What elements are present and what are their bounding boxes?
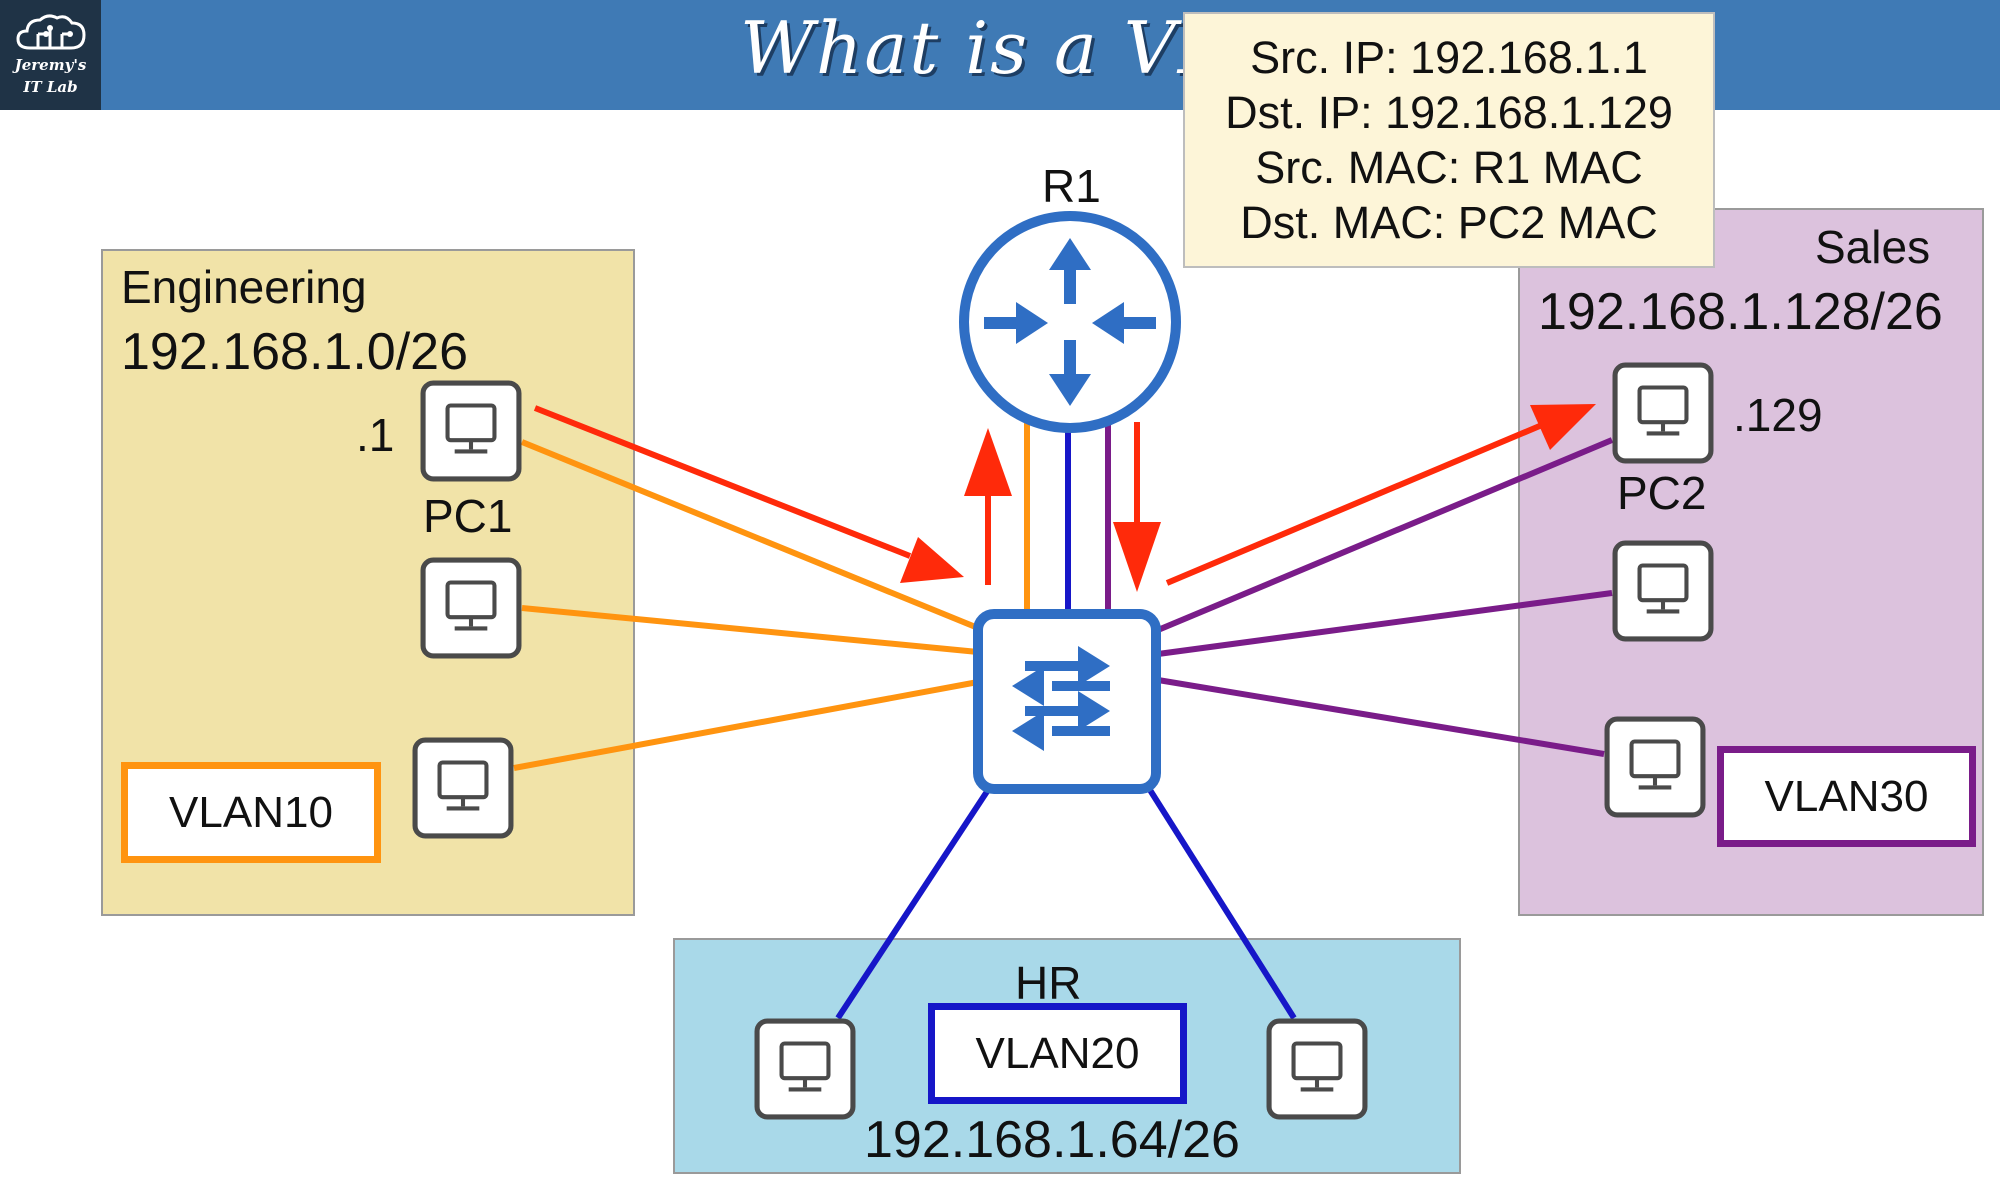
pc2-computer-icon[interactable]	[1615, 365, 1711, 461]
pc1-name-label: PC1	[423, 490, 513, 542]
link-hr-pc1-switch	[835, 788, 991, 1020]
logo-text-line1: Jeremy's	[14, 56, 87, 74]
link-pc-sales2-switch	[1157, 590, 1613, 657]
vlan10-links	[513, 422, 1030, 771]
packet-flow-arrows	[533, 404, 1596, 592]
link-pc-eng3-switch	[513, 679, 979, 771]
vlan30-badge: VLAN30	[1717, 746, 1976, 847]
arrow-switch-to-r1	[964, 428, 1012, 585]
sales-name: Sales	[1815, 221, 1931, 273]
hr-subnet: 192.168.1.64/26	[864, 1111, 1240, 1169]
pc1-computer-icon[interactable]	[423, 383, 519, 479]
hr-pc1-computer-icon[interactable]	[757, 1021, 853, 1117]
link-hr-pc2-switch	[1147, 788, 1297, 1020]
switch-arrows-icon	[1012, 646, 1110, 751]
pc1-ip-label: .1	[356, 409, 395, 461]
arrow-r1-to-switch	[1113, 422, 1161, 592]
engineering-subnet: 192.168.1.0/26	[121, 323, 468, 381]
sales-subnet: 192.168.1.128/26	[1538, 283, 1943, 341]
jeremys-it-lab-logo: Jeremy's IT Lab	[0, 0, 101, 110]
engineering-pc2-computer-icon[interactable]	[423, 560, 519, 656]
vlan20-links	[835, 425, 1297, 1020]
hr-name: HR	[1015, 957, 1082, 1009]
vlan30-links	[1105, 422, 1614, 757]
cloud-circuit-icon	[16, 14, 86, 50]
pc2-ip-label: .129	[1733, 389, 1823, 441]
link-pc2-switch	[1156, 437, 1614, 633]
sales-pc3-computer-icon[interactable]	[1607, 719, 1703, 815]
src-mac-text: Src. MAC: R1 MAC	[1255, 142, 1643, 193]
router-label: R1	[1042, 160, 1101, 212]
router-r1[interactable]	[959, 211, 1181, 433]
src-ip-text: Src. IP: 192.168.1.1	[1250, 32, 1648, 83]
arrow-switch-to-pc2	[1165, 404, 1596, 586]
engineering-pc3-computer-icon[interactable]	[415, 740, 511, 836]
link-pc-sales3-switch	[1157, 677, 1605, 757]
vlan10-badge: VLAN10	[121, 762, 381, 863]
packet-info-box: Src. IP: 192.168.1.1 Dst. IP: 192.168.1.…	[1183, 12, 1715, 268]
logo-text-line2: IT Lab	[23, 78, 78, 96]
switch[interactable]	[973, 609, 1161, 794]
link-pc-eng2-switch	[521, 605, 979, 655]
dst-mac-text: Dst. MAC: PC2 MAC	[1240, 197, 1658, 248]
sales-pc2-computer-icon[interactable]	[1615, 543, 1711, 639]
pc2-name-label: PC2	[1617, 467, 1707, 519]
hr-pc2-computer-icon[interactable]	[1269, 1021, 1365, 1117]
router-arrows-icon	[984, 238, 1156, 406]
link-pc1-switch	[520, 439, 980, 631]
engineering-name: Engineering	[121, 261, 367, 313]
dst-ip-text: Dst. IP: 192.168.1.129	[1225, 87, 1673, 138]
vlan20-badge: VLAN20	[928, 1003, 1187, 1104]
arrow-pc1-to-switch	[533, 405, 964, 583]
